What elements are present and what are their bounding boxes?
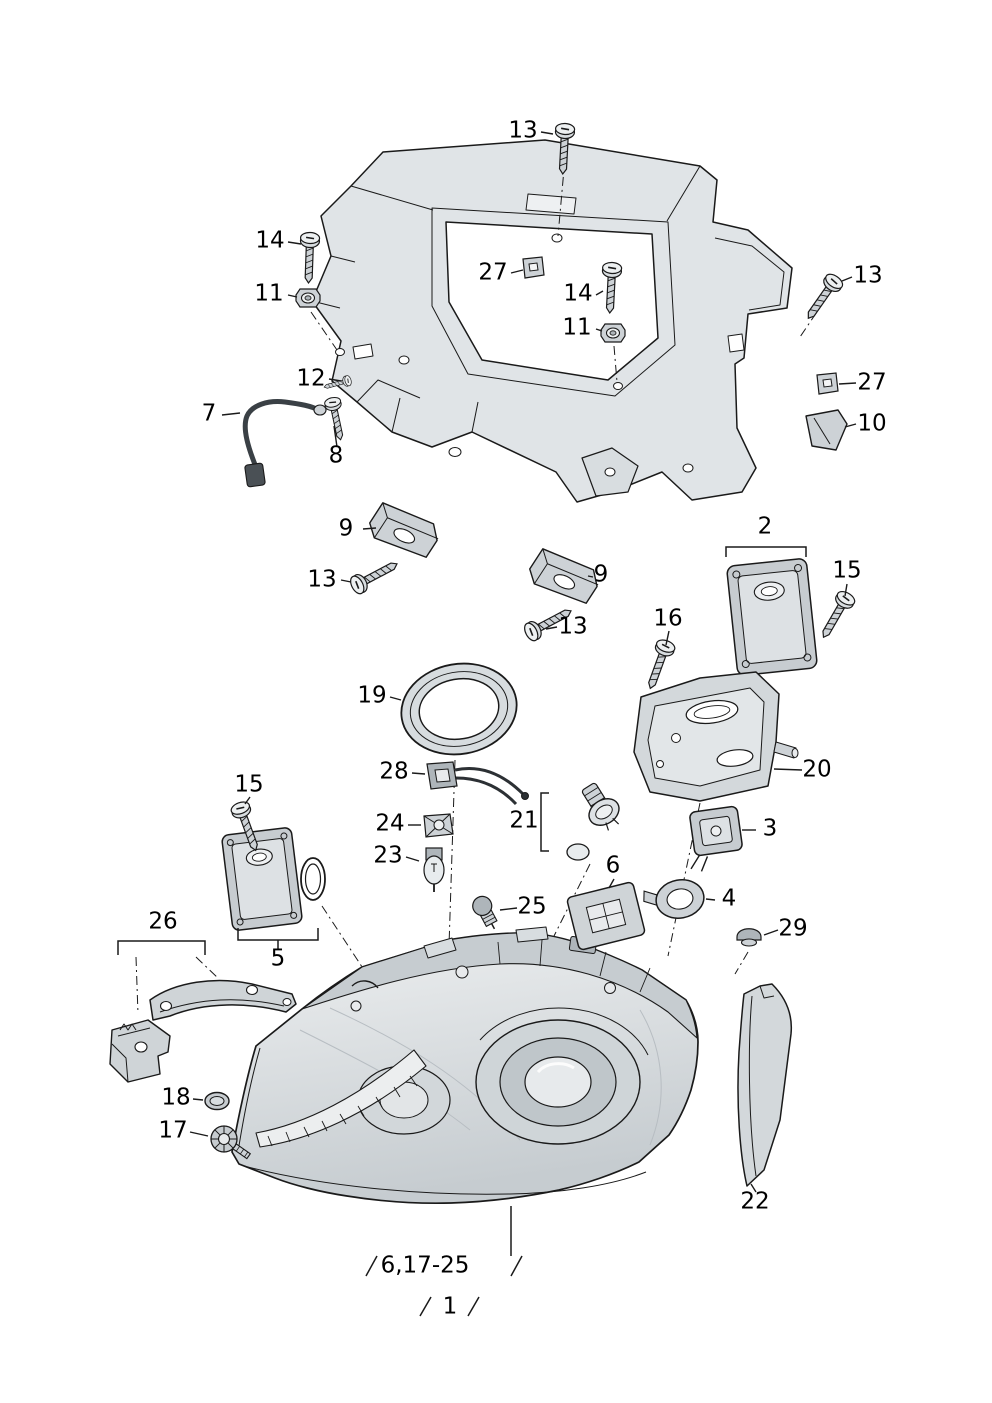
module-6 [566,881,646,951]
led-power-module [726,558,818,703]
bracket-9-left [369,502,439,558]
bulb-socket-24 [423,813,454,838]
footer-marks [365,1206,523,1317]
control-unit-gasket [300,857,326,901]
bracket-10 [805,409,848,451]
screw-8 [323,395,350,443]
screw-14-left [298,231,321,285]
mounting-frame [311,139,793,503]
screw-16 [640,636,678,693]
nut-11-left [295,288,321,308]
footer-range-label: 6,17-25 [380,1252,470,1279]
connector-28 [426,761,529,806]
bulb-25 [472,895,498,930]
washer-hose-7 [242,399,327,488]
igniter-3 [689,805,743,872]
callout-braces [117,546,807,955]
cap-29 [736,928,762,947]
nut-11-center [600,323,626,343]
cap-18 [204,1091,230,1111]
screw-13-right [799,270,846,325]
bracket-arm-26 [149,979,297,1021]
leader-lines [189,131,857,1193]
bulb-bracket-21 [540,782,620,861]
clip-27-center [522,256,545,279]
clip-27-right [816,372,839,395]
screw-13-lower-left [347,554,403,597]
retaining-ring [400,662,518,756]
headlight-assembly [231,926,699,1205]
control-unit-5 [221,827,326,931]
projector-lens [475,1007,649,1145]
screw-13-lower-center [521,601,577,644]
module-mounting-plate [633,671,799,802]
adjuster-17 [210,1125,252,1160]
screw-15-right [814,587,858,643]
bulb-23 [423,847,445,892]
corner-trim-panel [737,983,793,1187]
drl-light-guide [255,1049,427,1148]
cap-4 [643,879,705,919]
footer-part-label: 1 [442,1293,458,1320]
bracket-9-center [529,548,599,604]
pivot-bracket-26 [109,1019,171,1083]
